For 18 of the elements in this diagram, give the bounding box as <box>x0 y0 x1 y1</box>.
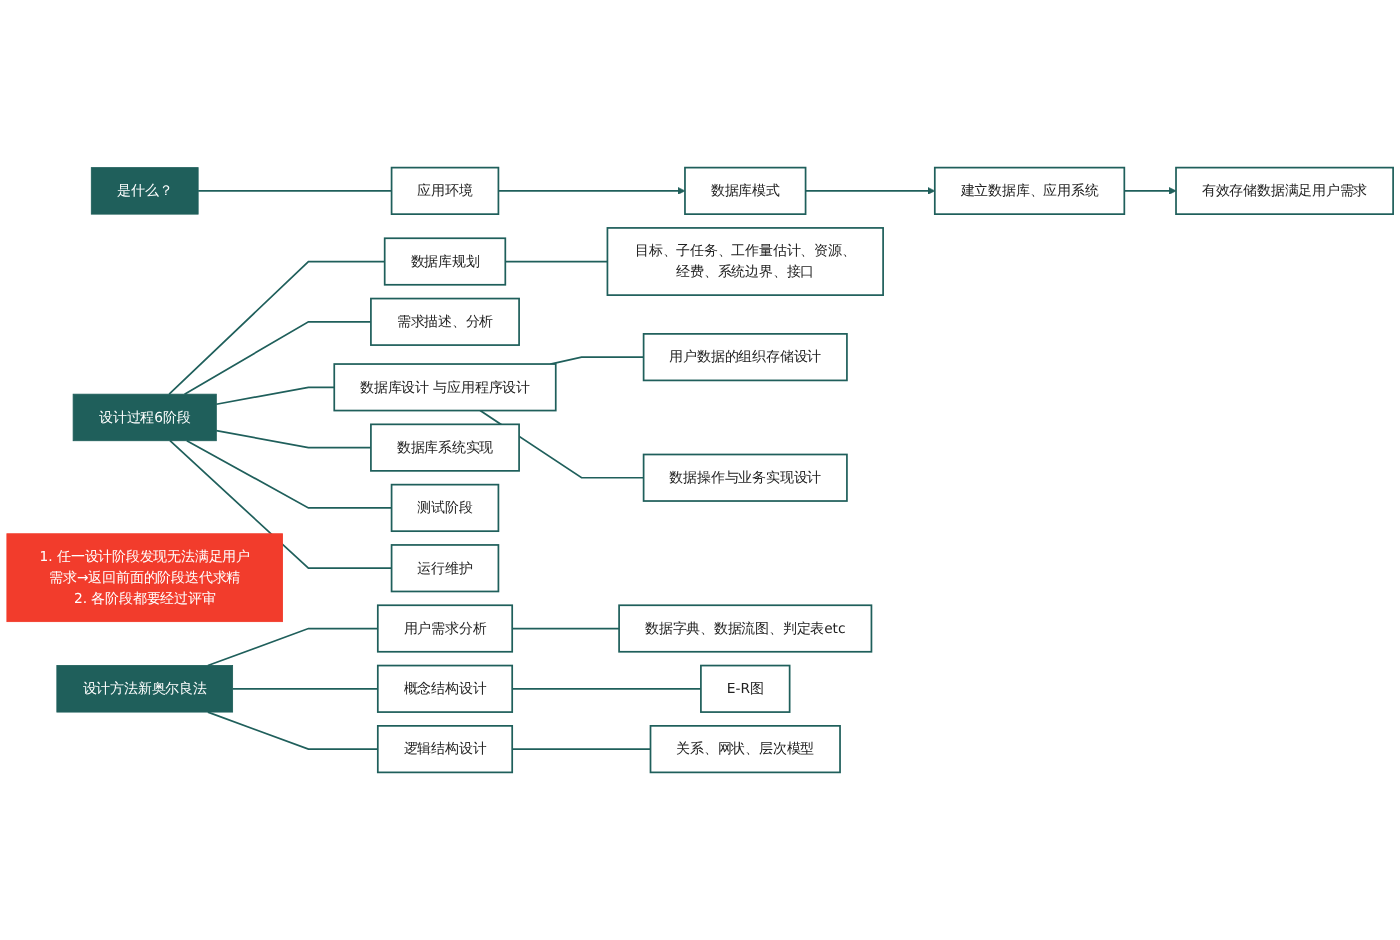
connector <box>197 190 393 192</box>
connector <box>549 356 645 365</box>
connector <box>504 260 609 263</box>
connector <box>207 711 379 750</box>
connector <box>215 386 336 406</box>
connector <box>511 748 652 750</box>
arrow <box>804 187 936 195</box>
arrow <box>1123 187 1177 195</box>
connector <box>168 260 386 396</box>
connector <box>183 320 372 396</box>
connector <box>207 627 379 667</box>
connector <box>169 439 393 570</box>
connector <box>215 429 372 449</box>
connector <box>185 439 393 509</box>
connector <box>511 687 702 690</box>
connector <box>511 627 620 630</box>
arrow <box>497 187 686 195</box>
connector <box>231 687 379 690</box>
